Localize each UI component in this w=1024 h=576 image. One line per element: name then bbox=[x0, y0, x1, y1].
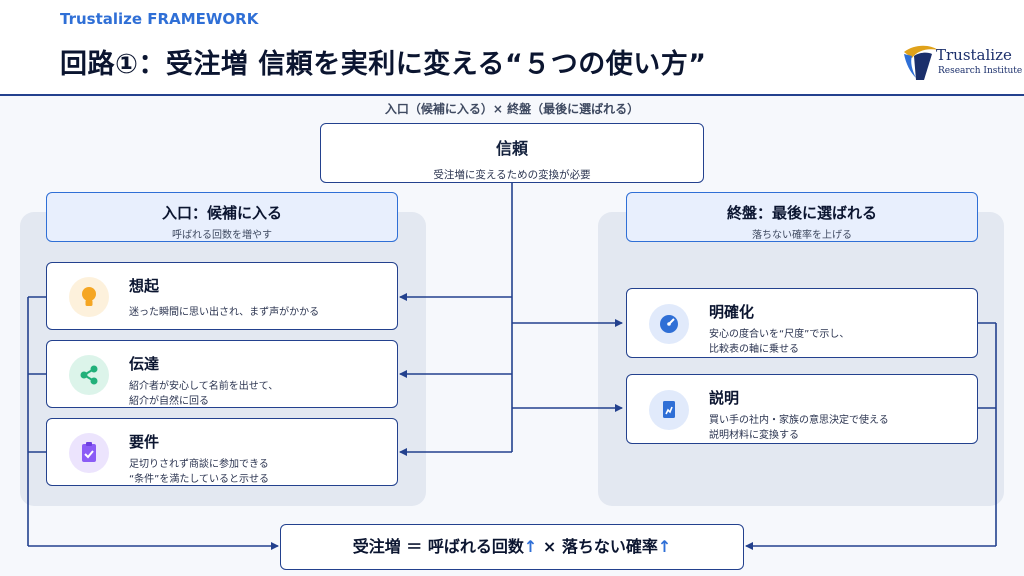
card-desc: 迷った瞬間に思い出され、まず声がかかる bbox=[129, 307, 320, 318]
brand-label: Trustalize FRAMEWORK bbox=[60, 10, 259, 28]
up-arrow-icon: ↑ bbox=[523, 537, 538, 556]
left-section-subtitle: 呼ばれる回数を増やす bbox=[172, 230, 272, 241]
formula-equals: ＝ bbox=[406, 537, 423, 556]
card-requirement: 要件 足切りされず商談に参加できる “条件”を満たしていると示せる bbox=[46, 418, 398, 486]
card-recall: 想起 迷った瞬間に思い出され、まず声がかかる bbox=[46, 262, 398, 330]
formula-term-win: 落ちない確率 bbox=[561, 537, 658, 556]
card-referral: 伝達 紹介者が安心して名前を出せて、 紹介が自然に回る bbox=[46, 340, 398, 408]
card-clarify: 明確化 安心の度合いを“尺度”で示し、 比較表の軸に乗せる bbox=[626, 288, 978, 358]
trust-desc: 受注増に変えるための変換が必要 bbox=[433, 169, 591, 181]
top-label: 入口（候補に入る）× 終盤（最後に選ばれる） bbox=[384, 102, 640, 116]
card-desc: 紹介者が安心して名前を出せて、 紹介が自然に回る bbox=[129, 381, 279, 407]
right-section-title: 終盤：最後に選ばれる bbox=[726, 204, 877, 222]
trustalize-logo-icon bbox=[904, 45, 938, 80]
formula-term-calls: 呼ばれる回数 bbox=[427, 537, 524, 556]
formula-lhs: 受注増 bbox=[352, 537, 401, 556]
lightbulb-icon bbox=[69, 277, 109, 317]
logo-subtitle: Research Institute bbox=[938, 66, 1023, 76]
card-title: 明確化 bbox=[709, 303, 755, 321]
card-title: 想起 bbox=[129, 277, 160, 295]
right-section-header: 終盤：最後に選ばれる 落ちない確率を上げる bbox=[626, 192, 978, 242]
trust-box: 信頼 受注増に変えるための変換が必要 bbox=[320, 123, 704, 183]
formula-box: 受注増 ＝ 呼ばれる回数↑ × 落ちない確率↑ bbox=[280, 524, 744, 570]
card-title: 伝達 bbox=[129, 355, 160, 373]
card-explain: 説明 買い手の社内・家族の意思決定で使える 説明材料に変換する bbox=[626, 374, 978, 444]
formula-times: × bbox=[542, 537, 557, 556]
header: Trustalize FRAMEWORK 回路①：受注増 信頼を実利に変える“５… bbox=[0, 0, 1024, 96]
trust-title: 信頼 bbox=[495, 139, 528, 158]
card-desc: 安心の度合いを“尺度”で示し、 比較表の軸に乗せる bbox=[709, 329, 850, 355]
up-arrow-icon: ↑ bbox=[657, 537, 672, 556]
right-section-subtitle: 落ちない確率を上げる bbox=[752, 230, 852, 241]
logo: Trustalize Research Institute bbox=[900, 40, 1022, 86]
clipboard-check-icon bbox=[69, 433, 109, 473]
card-desc: 足切りされず商談に参加できる “条件”を満たしていると示せる bbox=[129, 459, 270, 485]
page-title: 回路①：受注増 信頼を実利に変える“５つの使い方” bbox=[60, 49, 707, 80]
card-title: 説明 bbox=[709, 389, 740, 407]
logo-name: Trustalize bbox=[936, 46, 1012, 64]
right-panel-bg bbox=[598, 212, 1004, 506]
left-section-header: 入口：候補に入る 呼ばれる回数を増やす bbox=[46, 192, 398, 242]
gauge-icon bbox=[649, 304, 689, 344]
share-icon bbox=[69, 355, 109, 395]
document-chart-icon bbox=[649, 390, 689, 430]
card-desc: 買い手の社内・家族の意思決定で使える 説明材料に変換する bbox=[709, 415, 889, 441]
card-title: 要件 bbox=[129, 433, 160, 451]
left-section-title: 入口：候補に入る bbox=[161, 204, 282, 222]
